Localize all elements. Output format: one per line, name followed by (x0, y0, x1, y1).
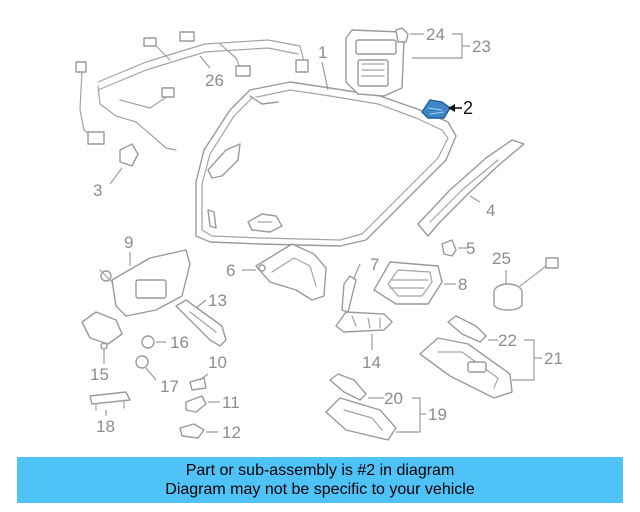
part-12-cover (179, 423, 205, 439)
callout-3: 3 (93, 181, 102, 200)
callout-14: 14 (362, 353, 381, 372)
part-22-bulb (447, 315, 487, 343)
callout-19: 19 (428, 405, 447, 424)
part-15-visor-clip (81, 311, 123, 350)
part-11-clip (185, 395, 207, 413)
part-13-grab-handle (175, 299, 227, 347)
part-16-ring (141, 335, 155, 349)
part-10-cap (189, 377, 207, 391)
callout-4: 4 (486, 201, 495, 220)
parts-diagram: 26 3 1 24 23 2 4 (75, 25, 563, 442)
caption-line-2: Diagram may not be specific to your vehi… (165, 481, 475, 498)
callout-8: 8 (458, 275, 467, 294)
callout-17: 17 (160, 377, 179, 396)
part-6-bracket (255, 243, 327, 301)
part-8-speaker (373, 261, 443, 305)
callout-25: 25 (492, 249, 511, 268)
callout-6: 6 (226, 261, 235, 280)
callout-23: 23 (472, 37, 491, 56)
callout-22: 22 (498, 331, 517, 350)
callout-9: 9 (124, 233, 133, 252)
callout-5: 5 (466, 239, 475, 258)
part-25-sensor (493, 257, 559, 311)
part-21-dome-light (419, 337, 513, 399)
callout-20: 20 (384, 389, 403, 408)
callout-13: 13 (208, 291, 227, 310)
part-1-headliner (195, 81, 457, 247)
part-2-highlighted (421, 99, 451, 119)
part-20-bulb (329, 373, 367, 401)
part-7-seal (341, 275, 357, 313)
part-4-pillar-trim (417, 139, 525, 237)
caption-line-1: Part or sub-assembly is #2 in diagram (185, 462, 455, 479)
part-24-bulb (395, 27, 409, 43)
callout-26: 26 (205, 71, 224, 90)
part-19-reading-lamp (325, 397, 397, 441)
callout-16: 16 (170, 333, 189, 352)
part-23-console (345, 29, 405, 97)
callout-7: 7 (370, 255, 379, 274)
callout-11: 11 (222, 393, 240, 412)
part-14-bracket (335, 311, 393, 333)
part-9-sun-visor (99, 249, 191, 317)
callout-1: 1 (318, 43, 327, 62)
part-17-grommet (135, 355, 149, 369)
callout-24: 24 (426, 25, 445, 44)
callout-15: 15 (90, 365, 109, 384)
callout-2: 2 (463, 98, 473, 118)
callout-12: 12 (222, 423, 241, 442)
callout-10: 10 (208, 353, 227, 372)
callout-18: 18 (96, 417, 115, 436)
part-3-bracket (119, 143, 139, 167)
part-18-hook (89, 391, 131, 411)
callout-21: 21 (544, 349, 563, 368)
part-26-wiring-harness (75, 31, 309, 151)
part-5-clip (441, 239, 457, 257)
caption-banner: Part or sub-assembly is #2 in diagram Di… (17, 457, 623, 503)
